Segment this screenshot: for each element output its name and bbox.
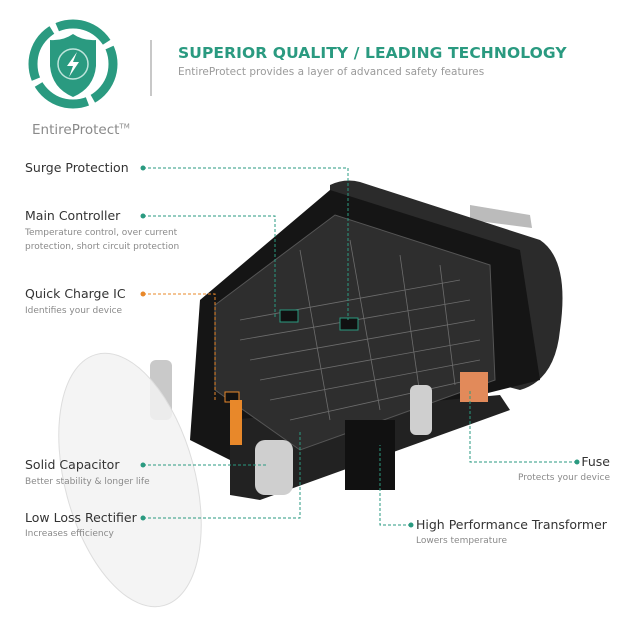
desc-main-controller-2: protection, short circuit protection [25, 242, 180, 252]
transformer [345, 420, 395, 490]
shield-logo-icon [28, 19, 118, 109]
callout-lines [143, 167, 577, 526]
desc-solid-capacitor: Better stability & longer life [25, 477, 150, 487]
label-main-controller: Main Controller [25, 208, 121, 223]
label-low-loss-rectifier: Low Loss Rectifier [25, 510, 137, 525]
desc-main-controller: Temperature control, over current [25, 228, 178, 238]
fuse-component [460, 372, 488, 402]
label-solid-capacitor: Solid Capacitor [25, 457, 120, 472]
capacitor [410, 385, 432, 435]
label-fuse: Fuse [581, 454, 610, 469]
quick-charge-component [230, 400, 242, 445]
label-transformer: High Performance Transformer [416, 517, 607, 532]
desc-low-loss-rectifier: Increases efficiency [25, 529, 114, 539]
callout-dots [140, 165, 580, 528]
solid-capacitor [255, 440, 293, 495]
desc-fuse: Protects your device [517, 473, 610, 483]
desc-transformer: Lowers temperature [416, 536, 508, 546]
brand-text: EntireProtect [32, 122, 120, 138]
front-cover [58, 352, 202, 608]
brand-name: EntireProtectTM [32, 122, 130, 138]
label-quick-charge-ic: Quick Charge IC [25, 286, 126, 301]
label-surge-protection: Surge Protection [25, 160, 129, 175]
page-title: SUPERIOR QUALITY / LEADING TECHNOLOGY [178, 44, 567, 62]
page-subtitle: EntireProtect provides a layer of advanc… [178, 66, 485, 78]
trademark: TM [119, 122, 130, 131]
desc-quick-charge-ic: Identifies your device [25, 306, 123, 316]
